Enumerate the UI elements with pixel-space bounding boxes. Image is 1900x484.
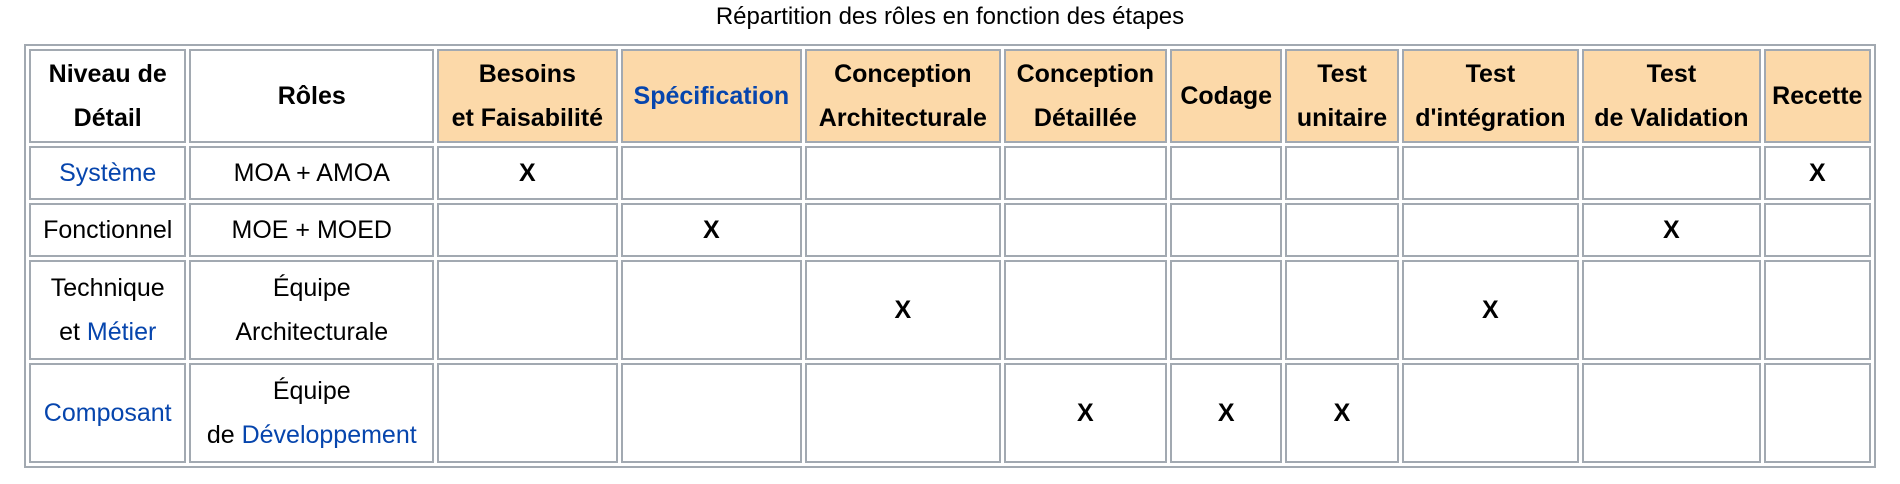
systeme-link[interactable]: Système xyxy=(59,159,157,187)
niveau-cell[interactable]: Système xyxy=(29,146,187,200)
niveau-line2: et Métier xyxy=(33,310,182,354)
mark-cell xyxy=(1170,260,1283,360)
header-conception-architecturale-line1: Conception xyxy=(834,60,972,88)
header-conception-detaillee-line2: Détaillée xyxy=(1033,104,1137,132)
mark-cell xyxy=(620,260,803,360)
role-cell: Équipe de Développement xyxy=(189,363,435,463)
header-conception-architecturale-line2: Architecturale xyxy=(818,104,987,132)
table-caption: Répartition des rôles en fonction des ét… xyxy=(715,3,1185,30)
mark-cell xyxy=(1285,146,1399,200)
header-row: Niveau de Détail Rôles Besoins et Faisab… xyxy=(29,49,1871,143)
mark-cell: X xyxy=(1003,363,1168,463)
mark-cell xyxy=(1401,146,1580,200)
mark-cell xyxy=(437,203,618,257)
header-niveau-line1: Niveau de xyxy=(48,60,167,88)
mark-cell: X xyxy=(1763,146,1871,200)
mark-cell xyxy=(1401,203,1580,257)
role-line1: Équipe xyxy=(272,274,351,302)
mark-cell: X xyxy=(1401,260,1580,360)
mark-cell xyxy=(620,146,803,200)
header-test-unitaire-line1: Test xyxy=(1317,60,1367,88)
role-line2-prefix: de xyxy=(206,421,242,449)
role-cell: MOA + AMOA xyxy=(189,146,435,200)
header-recette: Recette xyxy=(1763,49,1871,143)
niveau-line1: Technique xyxy=(50,274,165,302)
role-cell: Équipe Architecturale xyxy=(189,260,435,360)
mark-cell: X xyxy=(1285,363,1399,463)
table-row-technique: Technique et Métier Équipe Architectural… xyxy=(29,260,1871,360)
role-line2: Architecturale xyxy=(235,318,389,346)
table-row-systeme: Système MOA + AMOA X X xyxy=(29,146,1871,200)
role-cell: MOE + MOED xyxy=(189,203,435,257)
header-conception-detaillee: Conception Détaillée xyxy=(1003,49,1168,143)
mark-cell xyxy=(1285,203,1399,257)
header-niveau: Niveau de Détail xyxy=(29,49,187,143)
mark-cell xyxy=(1763,363,1871,463)
mark-cell xyxy=(1003,260,1168,360)
mark-cell xyxy=(437,260,618,360)
header-besoins-line2: et Faisabilité xyxy=(451,104,604,132)
composant-link[interactable]: Composant xyxy=(43,399,172,427)
niveau-line2-prefix: et xyxy=(59,318,87,346)
header-test-validation-line2: de Validation xyxy=(1594,104,1749,132)
mark-cell xyxy=(1285,260,1399,360)
header-test-validation-line1: Test xyxy=(1646,60,1697,88)
header-test-integration: Test d'intégration xyxy=(1401,49,1580,143)
header-besoins: Besoins et Faisabilité xyxy=(437,49,618,143)
developpement-link[interactable]: Développement xyxy=(241,421,417,449)
roles-table: Niveau de Détail Rôles Besoins et Faisab… xyxy=(24,44,1876,468)
mark-cell xyxy=(1763,260,1871,360)
mark-cell: X xyxy=(620,203,803,257)
header-test-unitaire: Test unitaire xyxy=(1285,49,1399,143)
niveau-cell[interactable]: Composant xyxy=(29,363,187,463)
mark-cell xyxy=(620,363,803,463)
header-conception-architecturale: Conception Architecturale xyxy=(805,49,1001,143)
mark-cell: X xyxy=(1170,363,1283,463)
mark-cell xyxy=(1763,203,1871,257)
header-niveau-line2: Détail xyxy=(73,104,142,132)
mark-cell xyxy=(805,363,1001,463)
mark-cell xyxy=(1582,146,1761,200)
mark-cell: X xyxy=(437,146,618,200)
role-line2: de Développement xyxy=(193,413,430,457)
header-besoins-line1: Besoins xyxy=(478,60,576,88)
role-line1: Équipe xyxy=(272,377,351,405)
mark-cell: X xyxy=(1582,203,1761,257)
mark-cell xyxy=(1170,146,1283,200)
mark-cell xyxy=(805,203,1001,257)
niveau-cell: Fonctionnel xyxy=(29,203,187,257)
mark-cell xyxy=(1003,203,1168,257)
mark-cell xyxy=(1401,363,1580,463)
header-codage: Codage xyxy=(1170,49,1283,143)
mark-cell xyxy=(1582,363,1761,463)
header-test-integration-line2: d'intégration xyxy=(1415,104,1566,132)
niveau-cell: Technique et Métier xyxy=(29,260,187,360)
mark-cell xyxy=(1582,260,1761,360)
mark-cell xyxy=(1170,203,1283,257)
table-row-composant: Composant Équipe de Développement X X X xyxy=(29,363,1871,463)
header-roles: Rôles xyxy=(189,49,435,143)
header-specification[interactable]: Spécification xyxy=(620,49,803,143)
table-row-fonctionnel: Fonctionnel MOE + MOED X X xyxy=(29,203,1871,257)
mark-cell xyxy=(805,146,1001,200)
header-conception-detaillee-line1: Conception xyxy=(1016,60,1155,88)
metier-link[interactable]: Métier xyxy=(86,318,157,346)
mark-cell xyxy=(437,363,618,463)
mark-cell: X xyxy=(805,260,1001,360)
specification-link[interactable]: Spécification xyxy=(633,82,790,110)
header-test-unitaire-line2: unitaire xyxy=(1296,104,1388,132)
header-test-integration-line1: Test xyxy=(1465,60,1516,88)
header-test-validation: Test de Validation xyxy=(1582,49,1761,143)
mark-cell xyxy=(1003,146,1168,200)
